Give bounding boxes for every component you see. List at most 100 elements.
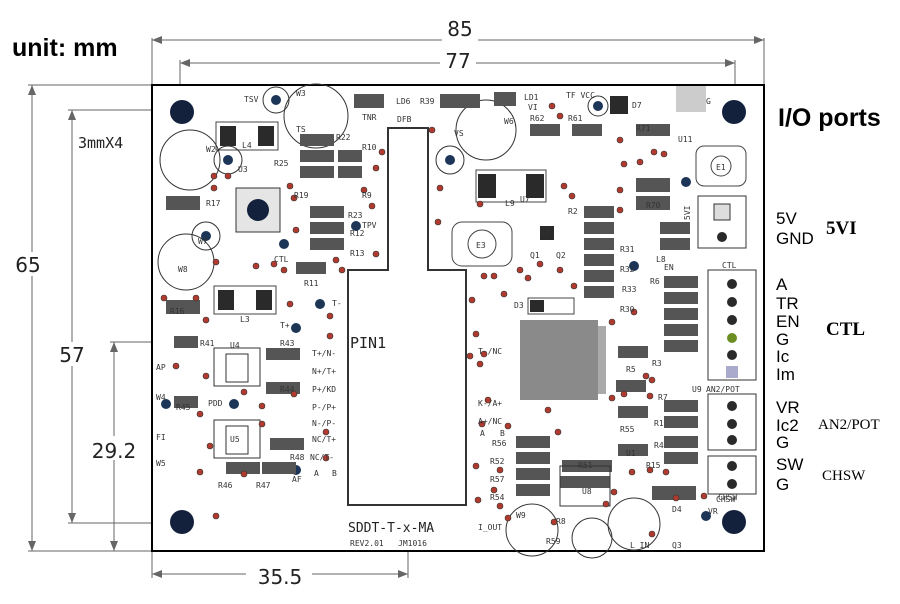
svg-text:R45: R45: [176, 403, 191, 412]
diodes: [527, 86, 706, 315]
svg-text:N-/P-: N-/P-: [312, 419, 336, 428]
dimension-width-outer: 85: [151, 17, 765, 85]
svg-text:R55: R55: [620, 425, 635, 434]
power-ic: [520, 320, 598, 400]
svg-text:R57: R57: [490, 475, 505, 484]
svg-text:Q3: Q3: [672, 541, 682, 550]
svg-text:CTL: CTL: [722, 261, 737, 270]
svg-text:P-/P+: P-/P+: [312, 403, 336, 412]
svg-text:L8: L8: [656, 255, 666, 264]
svg-text:LD6: LD6: [396, 97, 411, 106]
lin-label: L_IN: [630, 541, 649, 550]
svg-text:R19: R19: [294, 191, 309, 200]
test-points: [161, 95, 711, 521]
svg-text:AP: AP: [156, 363, 166, 372]
port-5vi-name: 5VI: [826, 218, 857, 239]
soic-u4: U4: [213, 341, 261, 387]
svg-text:G: G: [776, 475, 789, 494]
qfp-chip: [235, 187, 281, 233]
svg-text:R59: R59: [546, 537, 561, 546]
svg-text:W4: W4: [156, 393, 166, 402]
svg-text:LD1: LD1: [524, 93, 539, 102]
inductor-l4: L4: [215, 121, 279, 151]
connector-ctl: CTL: [707, 261, 757, 381]
board-code: JM1016: [398, 539, 427, 548]
svg-text:L9: L9: [505, 199, 515, 208]
capacitor-e1: E1: [695, 145, 747, 187]
svg-text:EN: EN: [664, 263, 674, 272]
svg-text:G: G: [706, 97, 711, 106]
svg-text:U7: U7: [520, 195, 530, 204]
mounting-hole-bottom-left: [170, 510, 194, 534]
width-pin1-value: 35.5: [258, 565, 303, 589]
mounting-hole-top-left: [170, 100, 194, 124]
svg-text:R16: R16: [170, 307, 185, 316]
svg-text:R56: R56: [492, 439, 507, 448]
svg-text:W9: W9: [516, 511, 526, 520]
svg-text:Q2: Q2: [556, 251, 566, 260]
svg-text:U1: U1: [626, 449, 636, 458]
width-holes-value: 77: [445, 49, 470, 73]
svg-text:R4: R4: [654, 441, 664, 450]
svg-text:R48: R48: [290, 453, 305, 462]
pin1-label: PIN1: [350, 334, 386, 352]
svg-text:G: G: [776, 433, 789, 452]
width-outer-value: 85: [447, 17, 472, 41]
svg-text:R46: R46: [218, 481, 233, 490]
svg-text:R1: R1: [654, 419, 664, 428]
svg-text:R25: R25: [274, 159, 289, 168]
svg-text:GND: GND: [776, 229, 814, 248]
connector-chsw: CHSW: [707, 455, 757, 504]
svg-text:NC/T-: NC/T-: [310, 453, 334, 462]
svg-text:K-/A+: K-/A+: [478, 399, 502, 408]
io-ports-label: I/O ports: [778, 104, 881, 132]
svg-text:R3: R3: [652, 359, 662, 368]
inductor-l9: L9: [475, 169, 547, 208]
svg-text:R6: R6: [650, 277, 660, 286]
port-an2pot-name: AN2/POT: [818, 417, 880, 433]
svg-text:U11: U11: [678, 135, 693, 144]
svg-text:VR: VR: [776, 398, 800, 417]
svg-text:A+/NC: A+/NC: [478, 417, 502, 426]
soic-u5: U5: [213, 419, 261, 459]
svg-text:5VI: 5VI: [683, 205, 692, 220]
svg-text:VI: VI: [528, 103, 538, 112]
svg-text:FI: FI: [156, 433, 166, 442]
svg-text:AF: AF: [292, 475, 302, 484]
svg-text:NC/T+: NC/T+: [312, 435, 336, 444]
svg-text:W2: W2: [206, 145, 216, 154]
svg-text:R13: R13: [350, 249, 365, 258]
svg-text:R44: R44: [280, 385, 295, 394]
laser-module-outline: [347, 127, 467, 506]
soic-u8: U8: [559, 465, 611, 507]
silkscreen-labels: TSV LD6 TNR R39 LD1 VI TF VCC D7 G W3 TS…: [156, 89, 737, 550]
holes-label: 3mmX4: [78, 134, 123, 152]
svg-text:T-: T-: [332, 299, 342, 308]
svg-text:R17: R17: [206, 199, 221, 208]
svg-text:R61: R61: [568, 114, 583, 123]
svg-text:R9: R9: [362, 191, 372, 200]
dimension-height-outer: 65: [8, 84, 152, 552]
dimension-height-holes: 57: [48, 109, 180, 524]
power-ic-tab: [598, 326, 606, 394]
svg-text:N+/T+: N+/T+: [312, 367, 336, 376]
connector-an2pot: AN2/POT: [706, 385, 757, 451]
svg-text:EN: EN: [776, 312, 800, 331]
height-holes-value: 57: [59, 343, 84, 367]
capacitor-e3: E3: [451, 221, 513, 267]
board-revision: REV2.01: [350, 539, 384, 548]
svg-text:Im: Im: [776, 365, 795, 384]
svg-text:D3: D3: [514, 301, 524, 310]
svg-text:A: A: [314, 469, 319, 478]
svg-text:AN2/POT: AN2/POT: [706, 385, 740, 394]
svg-text:U3: U3: [238, 165, 248, 174]
svg-text:R30: R30: [620, 305, 635, 314]
svg-text:A: A: [480, 429, 485, 438]
port-ctl-labels: A TR EN G Ic Im CTL: [776, 275, 865, 384]
svg-text:CHSW: CHSW: [718, 493, 737, 502]
svg-text:W6: W6: [504, 117, 514, 126]
svg-text:R12: R12: [350, 229, 365, 238]
svg-text:R11: R11: [304, 279, 319, 288]
svg-text:R31: R31: [620, 245, 635, 254]
